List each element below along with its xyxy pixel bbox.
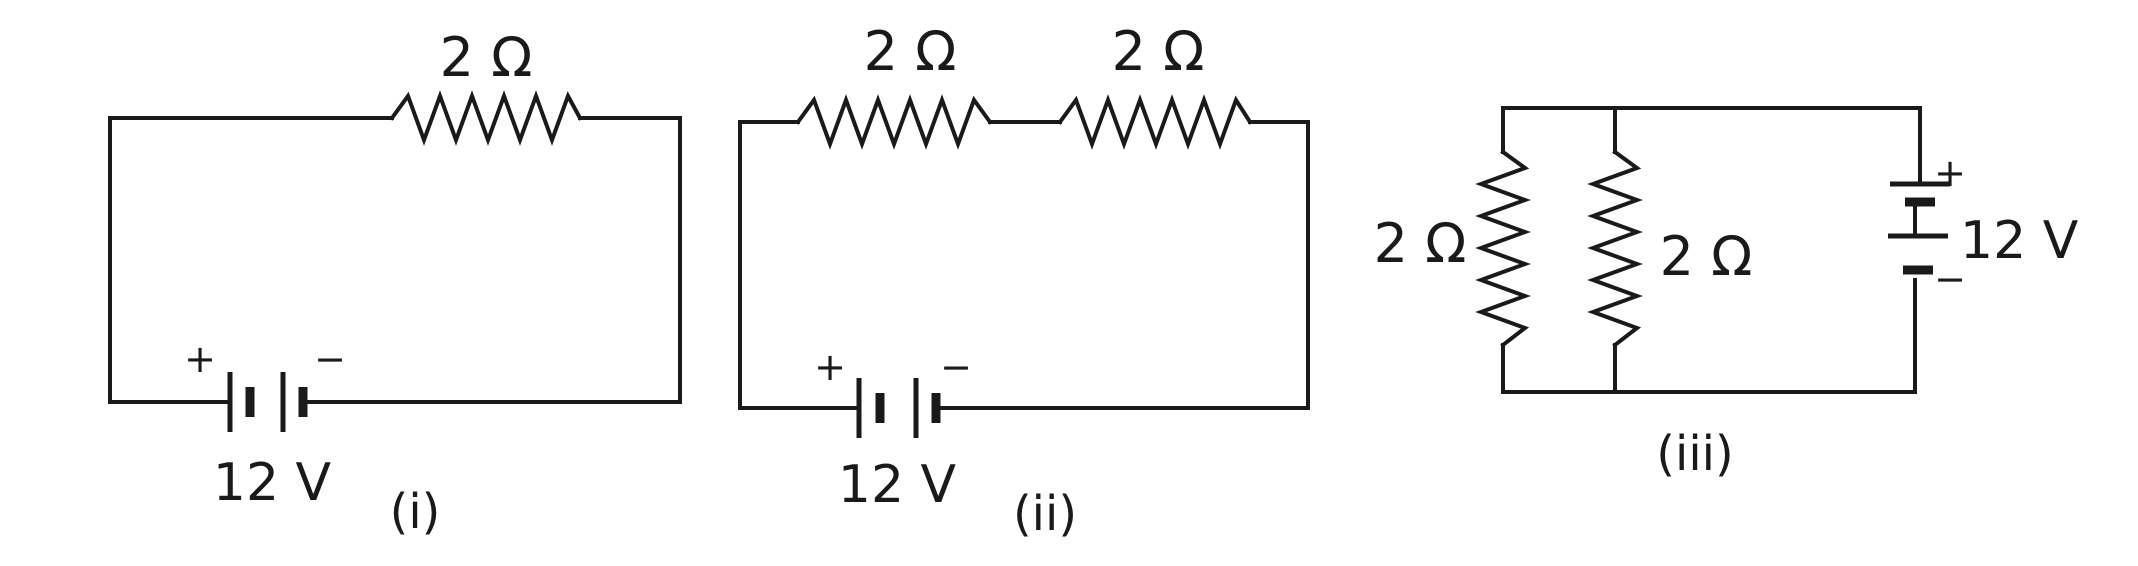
battery-minus-sign: −: [940, 345, 972, 389]
circuit-caption: (ii): [1013, 486, 1077, 542]
resistor-label: 2 Ω: [1660, 225, 1753, 288]
battery-plus-sign: +: [814, 345, 846, 389]
battery-plus-sign: +: [1934, 151, 1966, 195]
circuit-ii-resistor: [795, 94, 993, 150]
circuit-iii-wire-top: [1501, 106, 1922, 184]
circuit-i-resistor: [389, 90, 583, 146]
circuit-iii: 2 Ω 2 Ω + − 12 V (iii): [1374, 106, 2079, 482]
battery-minus-sign: −: [1934, 257, 1966, 301]
battery-voltage-label: 12 V: [838, 455, 957, 515]
circuit-ii-resistor: [1057, 94, 1253, 150]
circuit-ii-wire-right: [936, 120, 1310, 410]
battery-voltage-label: 12 V: [1960, 211, 2079, 271]
circuit-iii-resistor: [1587, 149, 1643, 348]
circuit-caption: (i): [390, 484, 441, 540]
circuit-ii: 2 Ω 2 Ω + − 12 V (ii): [738, 20, 1310, 542]
resistor-label: 2 Ω: [864, 20, 957, 83]
circuit-i: 2 Ω + − 12 V (i): [108, 26, 682, 540]
circuit-iii-resistor: [1475, 149, 1531, 348]
battery-minus-sign: −: [314, 337, 346, 381]
circuit-ii-battery: [856, 378, 941, 438]
resistor-label: 2 Ω: [440, 26, 533, 89]
battery-plus-sign: +: [184, 337, 216, 381]
battery-voltage-label: 12 V: [213, 453, 332, 513]
circuit-i-wire: [108, 116, 394, 404]
circuit-ii-wire: [738, 120, 859, 410]
resistor-label: 2 Ω: [1112, 20, 1205, 83]
circuit-i-wire-right: [303, 116, 682, 404]
circuit-iii-wire-bottom: [1501, 278, 1917, 394]
circuit-i-battery: [227, 372, 308, 432]
circuit-iii-battery: [1888, 181, 1950, 275]
circuit-caption: (iii): [1656, 426, 1733, 482]
resistor-label: 2 Ω: [1374, 212, 1467, 275]
